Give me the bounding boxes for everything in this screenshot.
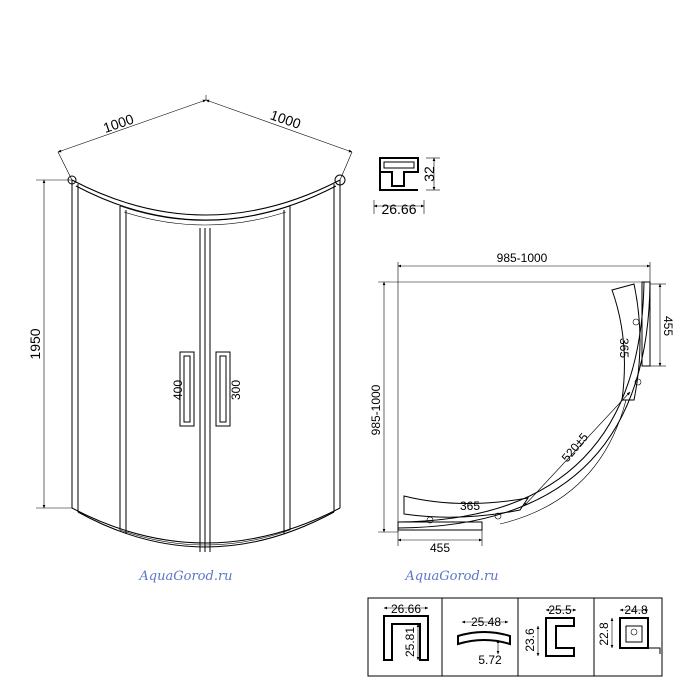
profile-cell-4: 24.8 22.8 [597,603,661,654]
handle-left-label: 400 [171,380,185,400]
profile-1-height: 25.81 [403,627,417,657]
profile-3-width: 25.5 [548,603,572,617]
right-panel-label: 455 [661,316,675,336]
handle-right-label: 300 [229,380,243,400]
height-dimension: 1950 [27,179,72,509]
profile-1-width: 26.66 [391,602,421,616]
width-left-label: 1000 [101,111,136,136]
profile-width-label: 26.66 [381,201,416,217]
door-handles: 400 300 [171,351,243,427]
plan-depth-label: 985-1000 [369,384,383,435]
enclosure-frame [71,180,341,552]
watermark-left: AquaGorod.ru [138,569,232,584]
profile-2-height: 5.72 [478,653,502,667]
watermark-right: AquaGorod.ru [404,569,498,584]
profile-cell-1: 26.66 25.81 [383,602,429,661]
left-handle [179,351,195,427]
top-width-dimensions: 1000 1000 [57,95,353,181]
bottom-panel-label: 455 [430,541,450,555]
right-handle [215,351,231,427]
profile-cell-3: 25.5 23.6 [523,603,577,657]
right-radius-label: 365 [617,338,631,358]
opening-label: 520±5 [559,430,591,465]
top-rim [67,174,346,226]
elevation-view: 1000 1000 1950 [27,95,353,552]
plan-view: 985-1000 985-1000 455 365 455 365 [369,251,675,555]
profile-2-width: 25.48 [471,615,501,629]
profile-cell-2: 25.48 5.72 [457,615,511,667]
profile-3-height: 23.6 [523,628,537,652]
profile-4-width: 24.8 [624,603,648,617]
profile-4-height: 22.8 [597,622,611,646]
bottom-radius-label: 365 [460,499,480,513]
profile-table: 26.66 25.81 25.48 5.72 25.5 23.6 [367,597,663,677]
plan-width-label: 985-1000 [497,251,548,265]
height-label: 1950 [27,328,43,359]
profile-height-label: 32 [421,166,437,182]
top-profile: 32 26.66 [373,157,440,217]
